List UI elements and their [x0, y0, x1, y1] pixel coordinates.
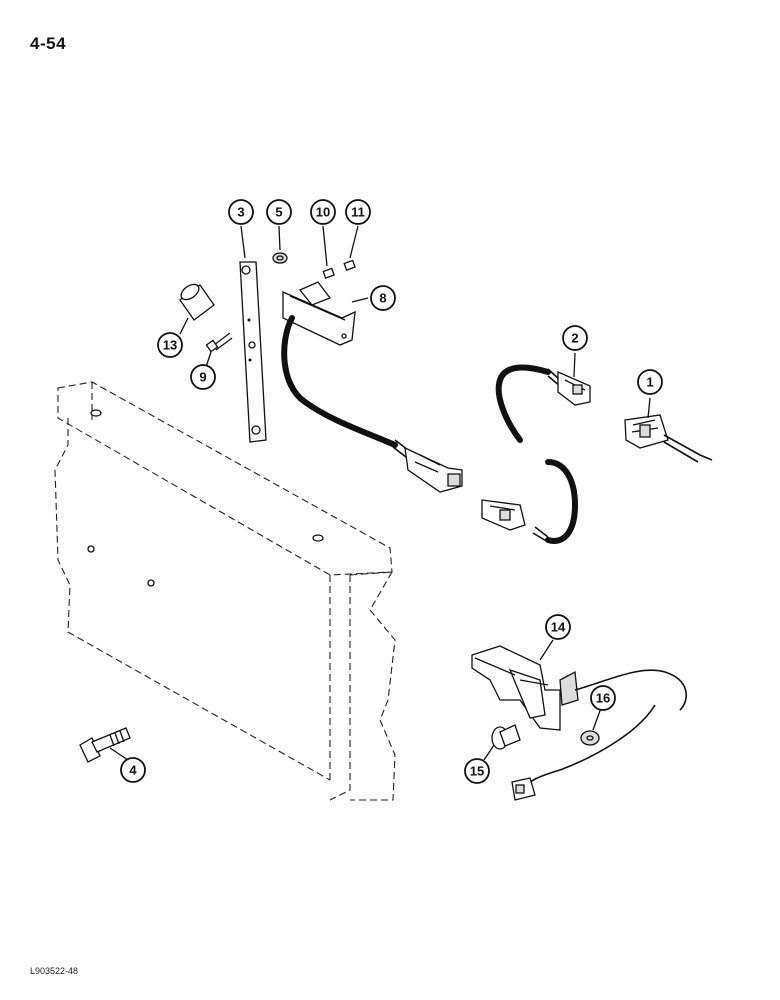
switch-harness [281, 281, 463, 493]
nut-10 [322, 267, 335, 279]
callout-8: 8 [370, 285, 396, 311]
screw [205, 332, 233, 353]
leader-lines [109, 225, 651, 761]
bolt [79, 727, 131, 763]
callout-4: 4 [120, 757, 146, 783]
callout-5-label: 5 [275, 205, 282, 220]
switch-bracket [471, 645, 688, 801]
button-part [491, 724, 521, 750]
nut-5 [272, 252, 288, 264]
callout-3-label: 3 [237, 205, 244, 220]
callout-1: 1 [637, 369, 663, 395]
frame-panel [54, 381, 396, 801]
callout-14: 14 [545, 614, 571, 640]
callout-13: 13 [157, 332, 183, 358]
callout-16-label: 16 [596, 691, 610, 706]
page-number: 4-54 [30, 34, 67, 53]
callout-10-label: 10 [316, 205, 330, 220]
callout-15: 15 [464, 758, 490, 784]
callout-9: 9 [190, 364, 216, 390]
callout-15-label: 15 [470, 764, 484, 779]
callout-3: 3 [228, 199, 254, 225]
nut-11 [343, 259, 356, 271]
connector [624, 414, 713, 463]
callout-2: 2 [562, 325, 588, 351]
jumper-harness [481, 364, 591, 544]
callout-13-label: 13 [163, 338, 177, 353]
figure-id: L903522-48 [30, 966, 79, 976]
washer [580, 730, 600, 746]
callout-1-label: 1 [646, 375, 653, 390]
callout-11: 11 [345, 199, 371, 225]
callout-5: 5 [266, 199, 292, 225]
callout-16: 16 [590, 685, 616, 711]
strap-bracket [239, 261, 267, 443]
callout-2-label: 2 [571, 331, 578, 346]
callout-10: 10 [310, 199, 336, 225]
callout-9-label: 9 [199, 370, 206, 385]
spacer-tube [179, 283, 215, 321]
callout-11-label: 11 [351, 205, 365, 220]
callout-4-label: 4 [129, 763, 137, 778]
callout-14-label: 14 [551, 620, 566, 635]
callout-8-label: 8 [379, 291, 386, 306]
